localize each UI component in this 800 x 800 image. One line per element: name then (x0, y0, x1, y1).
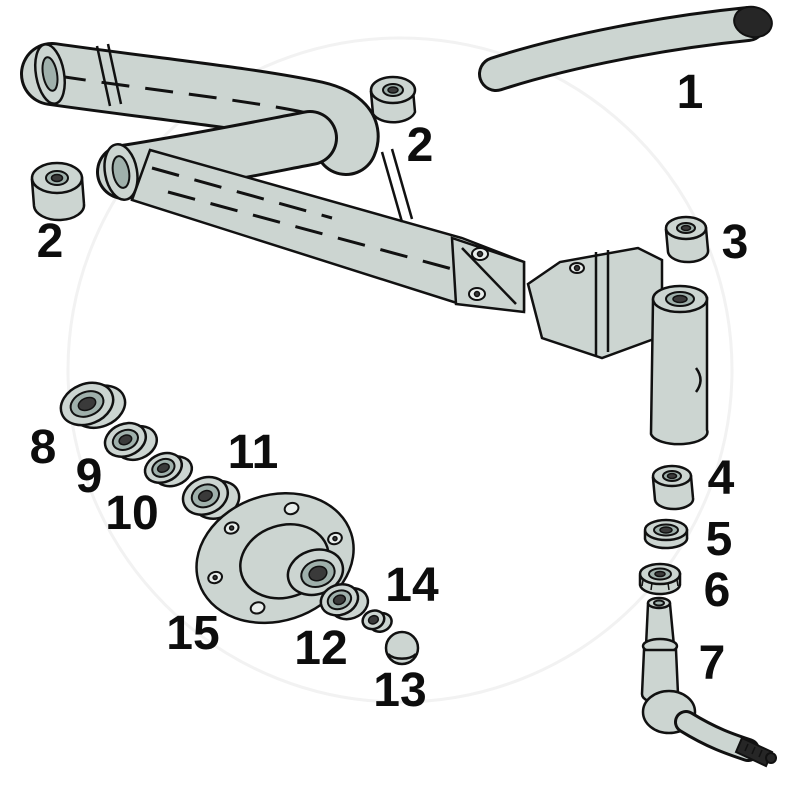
cross-tube (20, 42, 380, 176)
part-13-dust-cap (384, 630, 420, 666)
part-11-bearing-cone (181, 475, 241, 520)
part-7-kingpin-spindle (640, 596, 777, 768)
part-10-bearing-race (143, 451, 194, 488)
part-1-tie-rod (478, 5, 773, 92)
label-part-4: 4 (707, 452, 735, 505)
part-2-bushing-left (30, 161, 86, 222)
label-part-2-left: 2 (36, 215, 64, 268)
label-part-8: 8 (29, 421, 57, 474)
label-part-1: 1 (676, 66, 704, 119)
label-part-15: 15 (166, 607, 220, 660)
label-part-10: 10 (105, 487, 159, 540)
label-part-7: 7 (698, 637, 726, 690)
part-2-bushing-upper (369, 75, 417, 124)
watermark-circle (66, 36, 734, 704)
label-part-13: 13 (373, 664, 427, 717)
label-part-12: 12 (294, 622, 348, 675)
part-6-thrust-washer (638, 562, 682, 596)
label-part-9: 9 (75, 450, 103, 503)
pivot-bracket (526, 246, 664, 360)
label-part-5: 5 (705, 513, 733, 566)
kingpin-threaded-tip (734, 736, 774, 768)
part-15-wheel-hub (195, 491, 355, 625)
part-5-washer (643, 518, 689, 550)
part-3-bushing (664, 215, 710, 264)
hub-bolt-hole (249, 601, 266, 615)
label-part-6: 6 (703, 564, 731, 617)
tie-rod-dark-tip (733, 5, 773, 39)
gusset-plate (450, 236, 526, 314)
part-8-seal (59, 381, 127, 430)
label-part-11: 11 (227, 426, 279, 479)
kingpin-housing (649, 284, 709, 446)
label-part-3: 3 (721, 216, 749, 269)
part-4-bushing (651, 464, 695, 511)
part-9-bearing (103, 421, 158, 462)
hub-bolt-hole (283, 501, 300, 516)
trailing-arm-body (130, 148, 526, 314)
part-14-washer (361, 609, 393, 633)
part-12-bearing (319, 583, 370, 621)
label-part-14: 14 (385, 559, 439, 612)
label-part-2-upper: 2 (406, 119, 434, 172)
